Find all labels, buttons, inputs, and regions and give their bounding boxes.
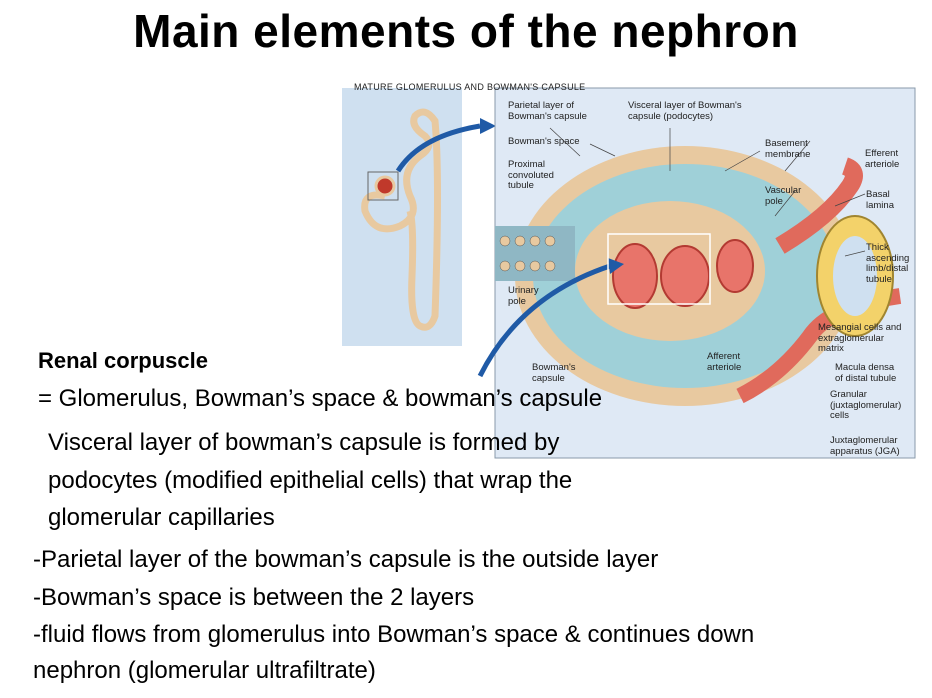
- visceral-para-line1: Visceral layer of bowman’s capsule is fo…: [48, 428, 559, 458]
- glomerulus-small: [376, 177, 394, 195]
- label-visceral-layer: Visceral layer of Bowman's capsule (podo…: [628, 101, 742, 122]
- label-basal-lamina: Basal lamina: [866, 190, 894, 211]
- label-basement-membrane: Basement membrane: [765, 139, 810, 160]
- label-proximal-tubule: Proximal convoluted tubule: [508, 160, 554, 192]
- label-afferent-arteriole: Afferent arteriole: [707, 352, 741, 373]
- visceral-para-line3: glomerular capillaries: [48, 503, 275, 533]
- label-jga: Juxtaglomerular apparatus (JGA): [830, 436, 900, 457]
- slide-title: Main elements of the nephron: [0, 4, 932, 58]
- figure-title: MATURE GLOMERULUS AND BOWMAN'S CAPSULE: [354, 82, 586, 92]
- label-granular-cells: Granular (juxtaglomerular) cells: [830, 390, 901, 422]
- label-urinary-pole: Urinary pole: [508, 286, 539, 307]
- label-bowmans-space: Bowman's space: [508, 137, 580, 148]
- heading-renal-corpuscle: Renal corpuscle: [38, 346, 208, 376]
- bullet-fluid-flow: -fluid flows from glomerulus into Bowman…: [33, 620, 754, 650]
- label-vascular-pole: Vascular pole: [765, 186, 801, 207]
- label-bowmans-capsule: Bowman's capsule: [532, 363, 576, 384]
- label-parietal-layer: Parietal layer of Bowman's capsule: [508, 101, 587, 122]
- bullet-parietal: -Parietal layer of the bowman’s capsule …: [33, 545, 658, 575]
- bullet-bowmans-space: -Bowman’s space is between the 2 layers: [33, 583, 474, 613]
- proximal-tubule: [495, 226, 575, 281]
- label-macula-densa: Macula densa of distal tubule: [835, 363, 896, 384]
- nephron-panel: [342, 88, 462, 346]
- label-mesangial-cells: Mesangial cells and extraglomerular matr…: [818, 323, 901, 355]
- definition-line: = Glomerulus, Bowman’s space & bowman’s …: [38, 384, 602, 414]
- label-thick-ascending-limb: Thick ascending limb/distal tubule: [866, 243, 909, 285]
- visceral-para-line2: podocytes (modified epithelial cells) th…: [48, 466, 572, 496]
- label-efferent-arteriole: Efferent arteriole: [865, 149, 899, 170]
- bullet-fluid-flow-cont: nephron (glomerular ultrafiltrate): [33, 656, 376, 686]
